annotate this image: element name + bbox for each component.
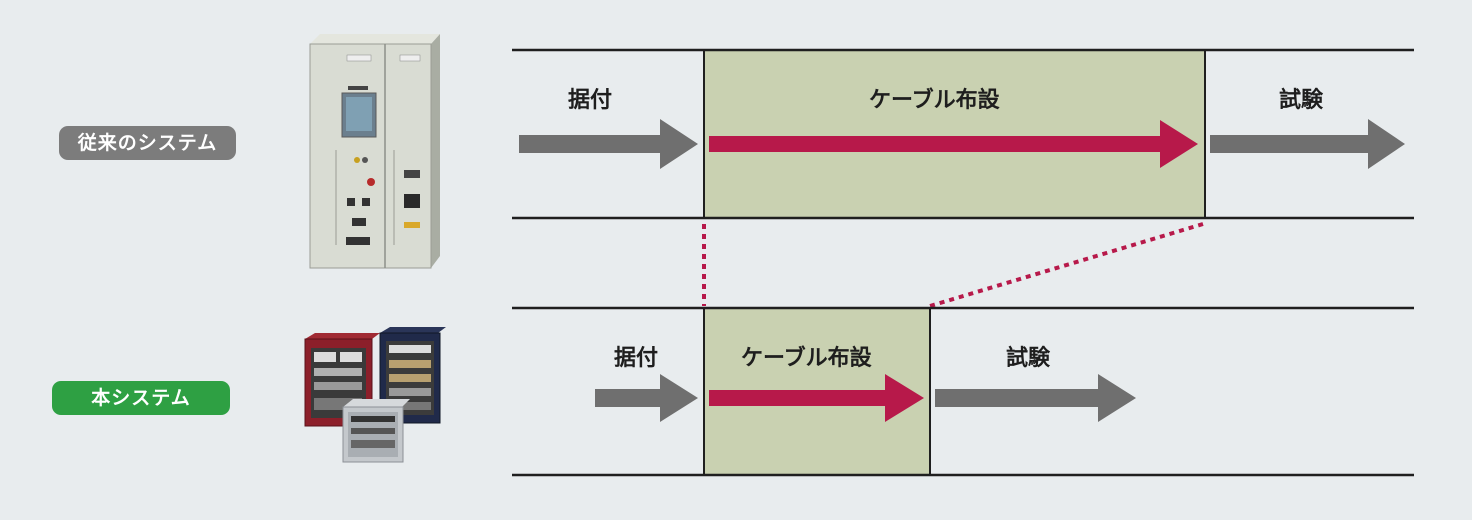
new-install-arrow <box>595 374 698 422</box>
legacy-cabling-label: ケーブル布設 <box>869 88 1000 113</box>
legacy-cabling-arrow <box>709 120 1198 168</box>
legacy-test-label: 試験 <box>1279 88 1324 113</box>
legacy-lane <box>512 48 1414 220</box>
dotted-connector-right <box>929 222 1204 308</box>
new-cabling-label: ケーブル布設 <box>741 346 872 371</box>
new-test-arrow <box>935 374 1136 422</box>
new-test-label: 試験 <box>1006 346 1051 371</box>
legacy-test-arrow <box>1210 119 1405 169</box>
new-install-label: 据付 <box>614 346 659 371</box>
legacy-system-badge: 従来のシステム <box>59 126 236 160</box>
new-cabling-arrow <box>709 374 924 422</box>
legacy-install-label: 据付 <box>568 88 613 113</box>
legacy-install-arrow <box>519 119 698 169</box>
new-units-icon <box>304 327 446 463</box>
new-system-badge: 本システム <box>52 381 230 415</box>
legacy-cabinet-icon <box>309 34 440 269</box>
legacy-cabling-box <box>703 49 1206 219</box>
new-lane <box>512 306 1414 477</box>
